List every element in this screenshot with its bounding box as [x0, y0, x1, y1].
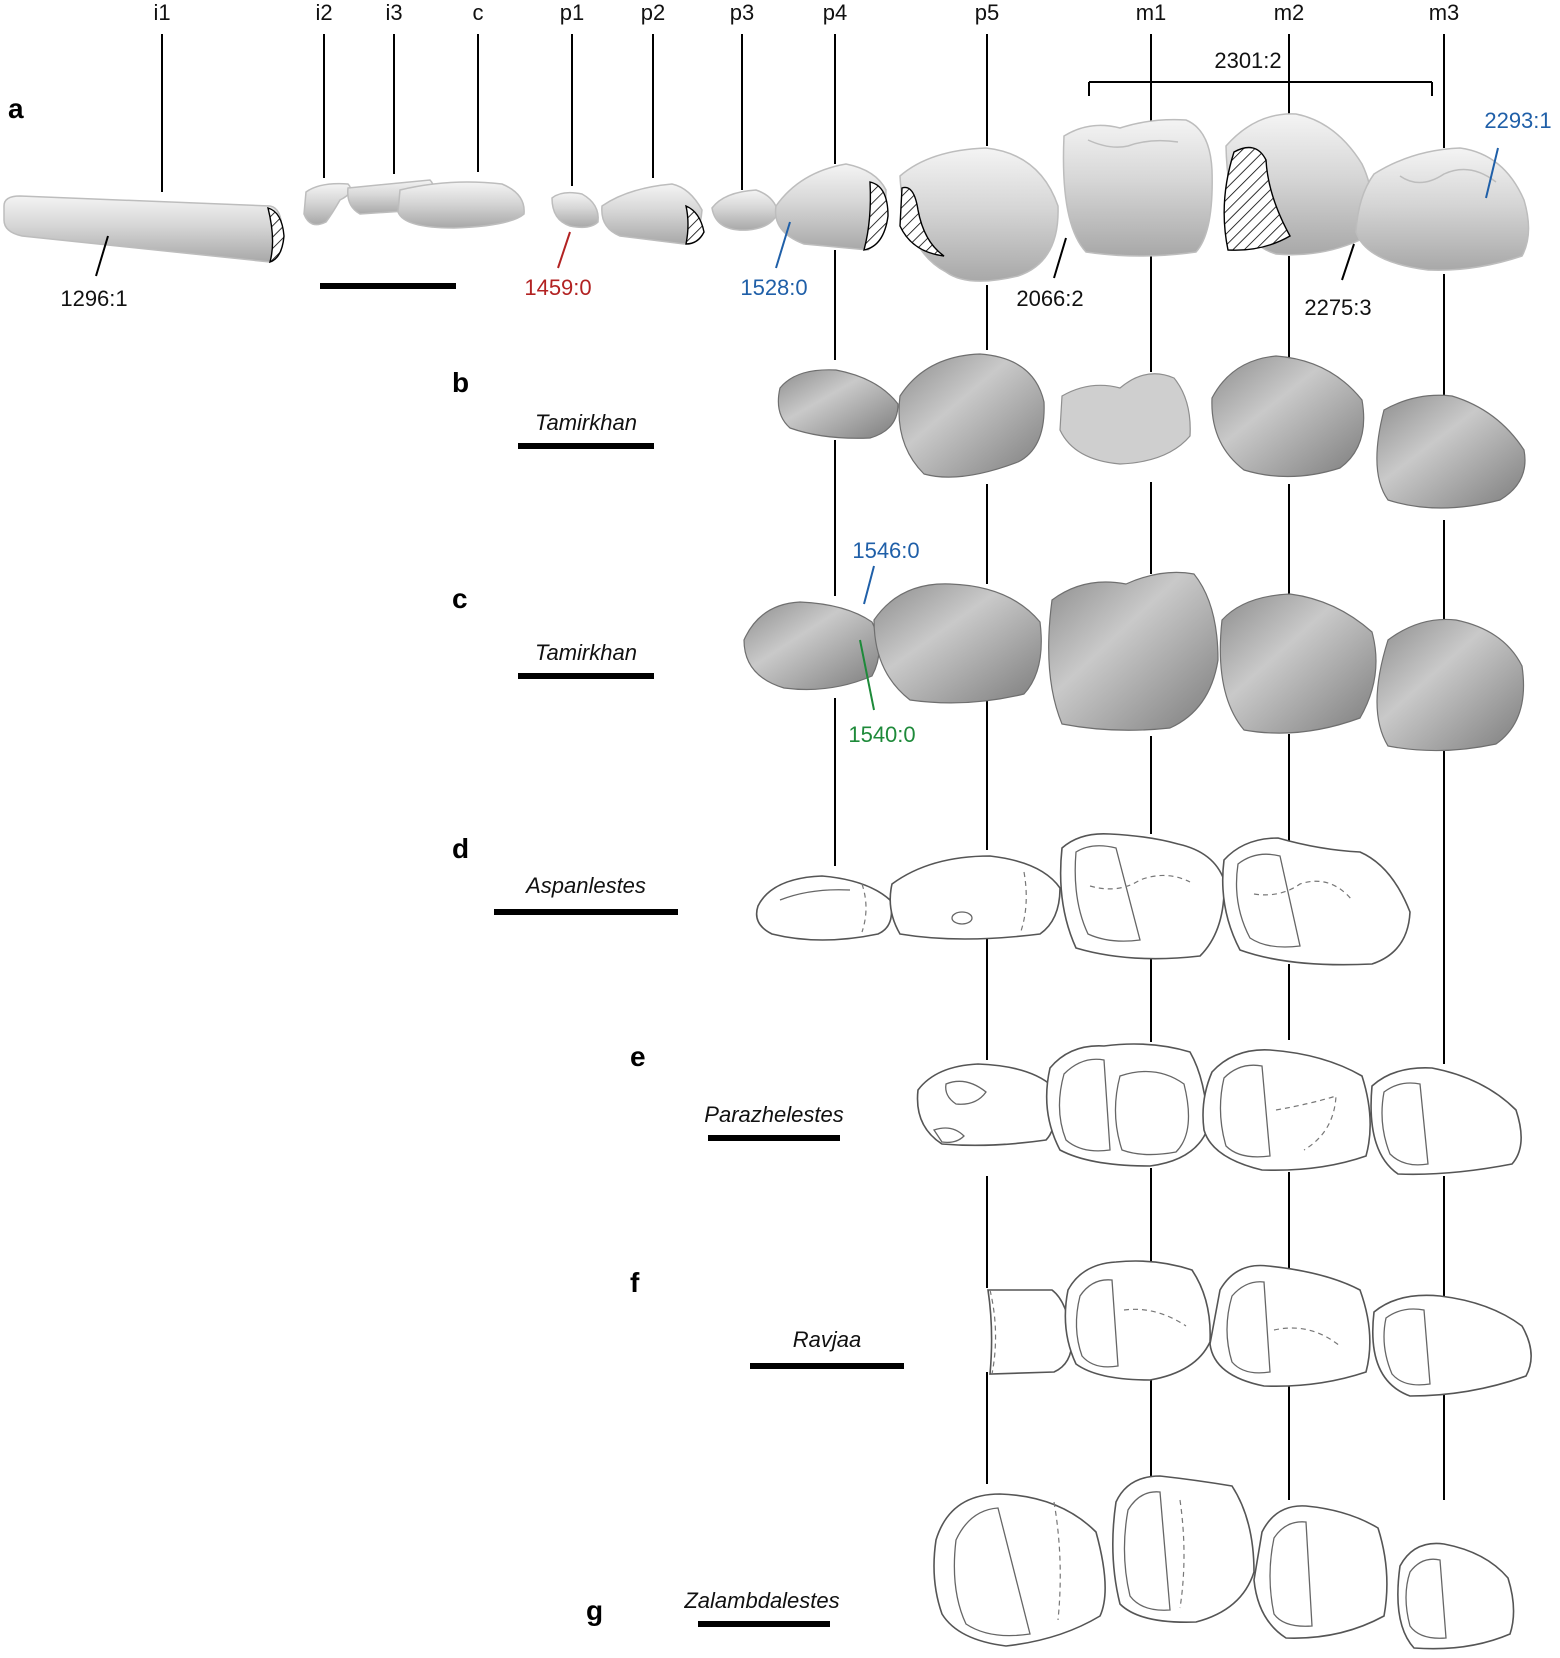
taxon-name-b: Tamirkhan [535, 410, 637, 435]
taxon-name-f: Ravjaa [793, 1327, 861, 1352]
tooth-c-m2 [1219, 593, 1377, 734]
row-c-annotations: 1546:0 1540:0 [848, 538, 919, 747]
panel-label-e: e [630, 1041, 646, 1072]
tooth-b-p5 [898, 353, 1045, 478]
row-f-teeth [987, 1260, 1532, 1397]
character-1459: 1459:0 [524, 275, 591, 300]
tooth-b-m2 [1211, 355, 1365, 478]
character-2066: 2066:2 [1016, 286, 1083, 311]
taxon-name-g: Zalambdalestes [683, 1588, 839, 1613]
tooth-c-m1 [1048, 571, 1219, 731]
panel-label-a: a [8, 93, 24, 124]
tooth-label-p3: p3 [730, 0, 754, 25]
tooth-b-m1 [1059, 373, 1191, 465]
tooth-p2-break [685, 204, 705, 245]
panel-label-c: c [452, 583, 468, 614]
tooth-p4-break [863, 181, 889, 251]
tooth-p4-render [774, 163, 887, 251]
tooth-label-p2: p2 [641, 0, 665, 25]
tooth-label-m1: m1 [1136, 0, 1167, 25]
tooth-c-render [397, 181, 525, 229]
character-2275: 2275:3 [1304, 295, 1371, 320]
tooth-c-p5 [873, 583, 1042, 704]
taxon-name-d: Aspanlestes [524, 873, 646, 898]
panel-label-d: d [452, 833, 469, 864]
tooth-p2-render [601, 183, 703, 245]
row-g-teeth [933, 1475, 1515, 1650]
taxon-name-e: Parazhelestes [704, 1102, 843, 1127]
tooth-p5-render [899, 147, 1059, 282]
character-1540: 1540:0 [848, 722, 915, 747]
character-1546: 1546:0 [852, 538, 919, 563]
character-2301: 2301:2 [1214, 48, 1281, 73]
tooth-c-m3 [1376, 618, 1525, 752]
tooth-label-i2: i2 [315, 0, 332, 25]
tooth-label-i1: i1 [153, 0, 170, 25]
row-b-teeth [777, 353, 1526, 509]
panel-label-g: g [586, 1595, 603, 1626]
character-2293: 2293:1 [1484, 108, 1551, 133]
tooth-e-p5 [916, 1063, 1056, 1147]
tooth-g-m2 [1253, 1505, 1388, 1639]
tooth-b-m3 [1376, 394, 1526, 509]
tooth-g-m3 [1397, 1542, 1515, 1650]
tooth-label-m2: m2 [1274, 0, 1305, 25]
tooth-e-m2 [1202, 1049, 1371, 1172]
tooth-f-p5 [987, 1289, 1073, 1375]
taxon-labels: Tamirkhan Tamirkhan Aspanlestes Parazhel… [320, 283, 904, 1627]
tooth-g-p5 [933, 1493, 1106, 1647]
tooth-f-m3 [1372, 1294, 1532, 1397]
tooth-d-p5 [889, 855, 1061, 940]
row-e-teeth [916, 1043, 1522, 1176]
row-d-teeth [755, 832, 1411, 966]
panel-label-b: b [452, 367, 469, 398]
tooth-b-p4 [777, 369, 899, 439]
row-a-annotations: 1296:1 1459:0 1528:0 2066:2 2275:3 2293:… [60, 108, 1551, 320]
taxon-name-c: Tamirkhan [535, 640, 637, 665]
tooth-m3-render [1355, 147, 1530, 271]
row-a-teeth [3, 113, 1530, 282]
tooth-label-c: c [473, 0, 484, 25]
tooth-e-m1 [1045, 1043, 1209, 1167]
tooth-f-m1 [1064, 1260, 1211, 1381]
tooth-label-i3: i3 [385, 0, 402, 25]
tooth-p1-render [551, 191, 599, 229]
tooth-m1-render [1062, 118, 1213, 257]
tooth-m3-ridge [1399, 168, 1497, 184]
character-1528: 1528:0 [740, 275, 807, 300]
tooth-i1-render [3, 195, 283, 263]
tooth-f-m2 [1209, 1264, 1371, 1388]
tooth-label-p4: p4 [823, 0, 847, 25]
tooth-label-p1: p1 [560, 0, 584, 25]
tooth-d-m1 [1059, 832, 1225, 960]
guide-lines [161, 34, 1445, 1500]
tooth-e-m3 [1370, 1067, 1522, 1176]
tooth-i1-break [267, 206, 285, 264]
tooth-label-m3: m3 [1429, 0, 1460, 25]
tooth-c-p4 [743, 601, 880, 691]
panel-label-f: f [630, 1267, 640, 1298]
tooth-d-p4 [755, 875, 893, 941]
character-2301-bracket: 2301:2 [1088, 48, 1433, 96]
character-1296: 1296:1 [60, 286, 127, 311]
tooth-m1-ridge [1087, 139, 1179, 148]
tooth-m2-break [1223, 146, 1291, 251]
tooth-d-m2 [1221, 837, 1411, 966]
tooth-position-labels: i1 i2 i3 c p1 p2 p3 p4 p5 m1 m2 m3 [153, 0, 1459, 25]
row-c-teeth [743, 571, 1525, 752]
tooth-p5-break [899, 186, 945, 257]
tooth-label-p5: p5 [975, 0, 999, 25]
tooth-i2-render [303, 182, 352, 226]
tooth-p3-render [711, 189, 779, 231]
